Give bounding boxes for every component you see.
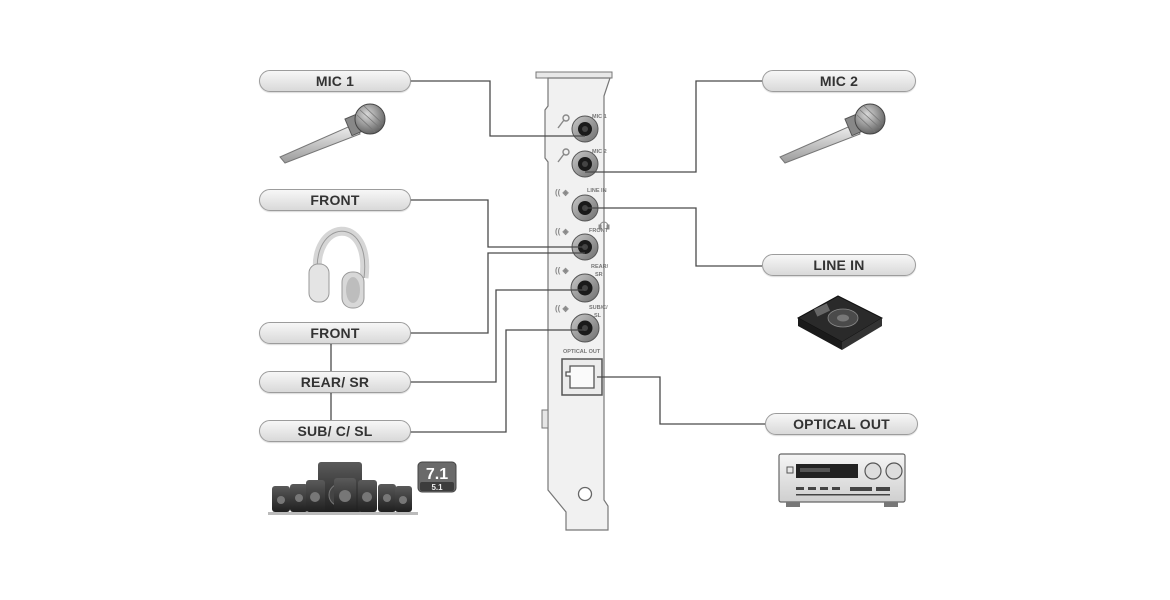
audio-jack-icon: (( ◈ (( ◈ (( ◈ (( ◈ [555, 188, 570, 313]
label-front-bottom-text: FRONT [310, 325, 360, 341]
jack-sub-c-sl[interactable] [570, 313, 600, 343]
headphone-small-icon [598, 221, 610, 230]
mic-jack-icon [557, 114, 570, 163]
card-label-sub-1: SUB/C/ [589, 305, 608, 311]
card-label-rear-1: REAR/ [591, 264, 609, 270]
jack-rear-sr[interactable] [570, 273, 600, 303]
label-line-in: LINE IN [762, 254, 916, 276]
label-line-in-text: LINE IN [813, 257, 865, 273]
headphones-icon [308, 226, 370, 309]
svg-text:(( ◈: (( ◈ [555, 266, 570, 275]
card-label-front: FRONT [589, 228, 609, 234]
svg-text:(( ◈: (( ◈ [555, 304, 570, 313]
line-rear-sr [410, 289, 585, 383]
optical-out-port[interactable] [561, 358, 603, 396]
svg-text:(( ◈: (( ◈ [555, 188, 570, 197]
label-rear-sr-text: REAR/ SR [300, 374, 370, 390]
sound-card-bracket [535, 71, 613, 531]
card-label-rear-2: SR [595, 272, 603, 278]
bracket-top-flange [535, 71, 613, 79]
label-mic1: MIC 1 [259, 70, 411, 92]
badge-secondary-text: 5.1 [431, 483, 443, 492]
line-front-top [410, 199, 585, 248]
media-player-icon [796, 295, 884, 350]
microphone-icon [279, 103, 386, 164]
card-label-mic1: MIC 1 [592, 114, 607, 120]
label-mic2-text: MIC 2 [819, 73, 859, 89]
label-rear-sr: REAR/ SR [259, 371, 411, 393]
bracket-tab [541, 409, 549, 429]
speaker-channel-badge: 7.1 5.1 [417, 461, 457, 493]
jack-mic2[interactable] [571, 150, 599, 178]
label-sub-c-sl-text: SUB/ C/ SL [297, 423, 373, 439]
badge-primary-text: 7.1 [426, 466, 448, 483]
line-sub-c-sl [410, 329, 585, 433]
svg-text:(( ◈: (( ◈ [555, 227, 570, 236]
microphone-icon [779, 103, 886, 164]
card-label-optical-out: OPTICAL OUT [563, 349, 601, 355]
line-line-in [585, 207, 762, 267]
bracket-plate [544, 77, 611, 531]
label-optical-out-text: OPTICAL OUT [793, 416, 890, 432]
bracket-screw-hole [577, 486, 593, 502]
label-mic2: MIC 2 [762, 70, 916, 92]
card-label-line-in: LINE IN [587, 188, 607, 194]
label-front-top: FRONT [259, 189, 411, 211]
connector-lines [330, 80, 765, 433]
label-front-bottom: FRONT [259, 322, 411, 344]
card-label-mic2: MIC 2 [592, 149, 607, 155]
label-mic1-text: MIC 1 [315, 73, 355, 89]
label-sub-c-sl: SUB/ C/ SL [259, 420, 411, 442]
line-mic2 [585, 80, 762, 173]
label-optical-out: OPTICAL OUT [765, 413, 918, 435]
speaker-system-icon [268, 462, 418, 515]
line-front-bottom [410, 252, 585, 334]
av-receiver-icon [778, 453, 906, 507]
line-optical-out [597, 376, 765, 425]
label-front-top-text: FRONT [310, 192, 360, 208]
line-mic1 [410, 80, 585, 137]
card-label-sub-2: SL [594, 313, 602, 319]
